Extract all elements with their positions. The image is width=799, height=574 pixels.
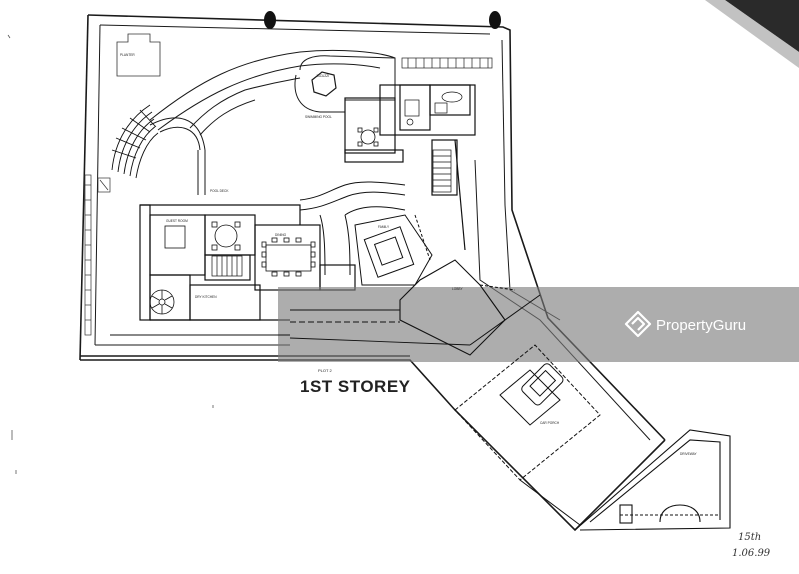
tree-left <box>264 11 276 29</box>
pool-area <box>294 55 396 150</box>
dining-furniture <box>164 221 316 277</box>
room-label-6: FAMILY <box>378 225 390 229</box>
room-label-8: DRY KITCHEN <box>195 295 217 299</box>
paper-shadow-soft <box>705 0 799 68</box>
south-path <box>110 309 471 346</box>
east-stair <box>432 149 452 193</box>
room-label-7: LOBBY <box>452 287 464 291</box>
room-label-4: GUEST ROOM <box>166 219 188 223</box>
round-table-east <box>357 127 379 147</box>
room-label-5: DINING <box>275 233 287 237</box>
margin-marks <box>7 34 214 474</box>
handwritten-date-day: 15th <box>738 532 761 543</box>
west-stair <box>211 255 243 277</box>
handwritten-date: 1.06.99 <box>732 548 771 559</box>
bath-fixtures <box>404 91 463 126</box>
garden-paths <box>149 49 396 195</box>
west-block <box>139 204 356 321</box>
curved-steps <box>111 104 159 179</box>
room-label-2: SWIMMING POOL <box>305 115 332 119</box>
left-strip <box>84 174 111 336</box>
tree-right <box>489 11 501 29</box>
family-room <box>354 214 433 286</box>
pergola <box>401 57 493 69</box>
room-label-1: JACUZZI <box>316 74 329 78</box>
room-label-0: PLANTER <box>120 53 135 57</box>
central-corridor <box>299 181 406 276</box>
car-porch <box>454 294 601 526</box>
driveway-block <box>574 429 731 531</box>
room-label-3: POOL DECK <box>210 189 229 193</box>
plot-label: PLOT 2 <box>318 368 332 373</box>
spiral-stair <box>149 289 175 315</box>
room-label-9: CAR PORCH <box>540 421 560 425</box>
site-boundary <box>79 14 666 532</box>
room-labels: PLANTER JACUZZI SWIMMING POOL POOL DECK … <box>120 53 698 456</box>
watermark-text: PropertyGuru <box>656 317 746 334</box>
east-rooms <box>344 84 476 251</box>
planter-box <box>116 33 161 77</box>
plan-title: 1ST STOREY <box>300 377 411 396</box>
room-label-10: DRIVEWAY <box>680 452 698 456</box>
propertyguru-logo-icon <box>624 310 652 338</box>
propertyguru-watermark: PropertyGuru <box>624 310 746 338</box>
